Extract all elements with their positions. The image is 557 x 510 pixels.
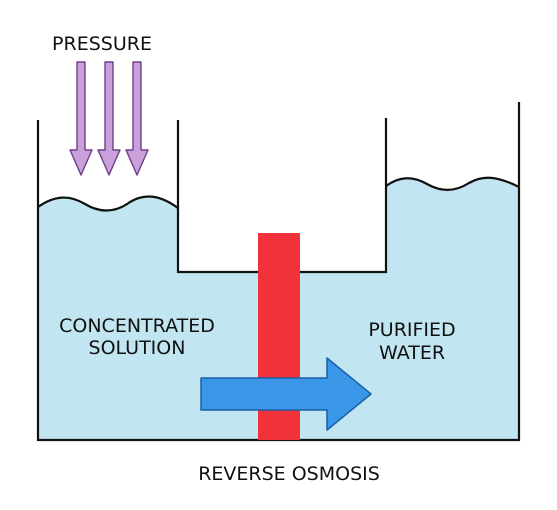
purified-water-label-line2: WATER [379,342,445,364]
flow-arrow [200,357,372,431]
pressure-arrow-right [125,61,149,176]
right-water-surface [385,176,520,191]
pressure-arrows [69,61,149,176]
pressure-label: PRESSURE [52,33,152,55]
concentrated-solution-label-line1: CONCENTRATED [59,315,215,337]
purified-water-label-line1: PURIFIED [368,319,455,341]
left-water-surface [37,195,179,212]
diagram-caption: REVERSE OSMOSIS [198,463,380,485]
pressure-arrow-middle [97,61,121,176]
concentrated-solution-label-line2: SOLUTION [89,337,186,359]
pressure-arrow-left [69,61,93,176]
